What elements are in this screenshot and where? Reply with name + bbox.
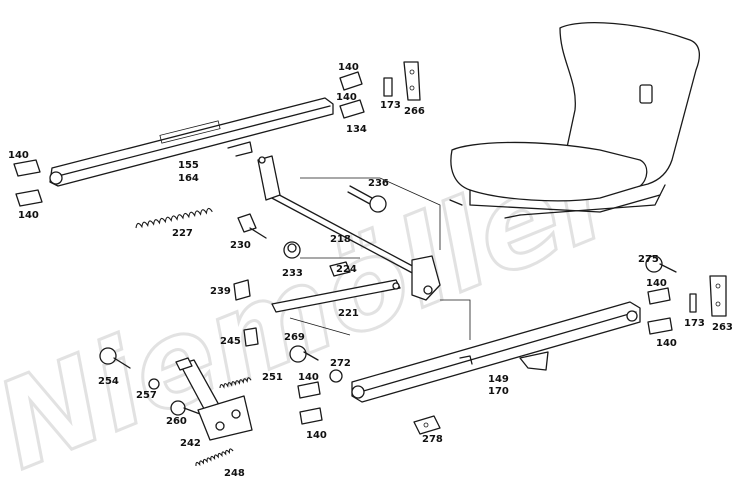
part-label: 227: [172, 228, 193, 239]
springs: [135, 207, 252, 467]
part-label: 248: [224, 468, 245, 479]
part-label: 218: [330, 234, 351, 245]
part-label: 173: [684, 318, 705, 329]
part-label: 275: [638, 254, 659, 265]
fasteners: [99, 185, 677, 416]
part-label: 239: [210, 286, 231, 297]
part-label: 251: [262, 372, 283, 383]
part-label: 173: [380, 100, 401, 111]
part-label: 263: [712, 322, 733, 333]
part-label: 257: [136, 390, 157, 401]
part-label: 266: [404, 106, 425, 117]
sliders-and-small-parts: [13, 61, 727, 435]
part-label: 170: [488, 386, 509, 397]
part-label: 278: [422, 434, 443, 445]
cross-shaft: [257, 155, 441, 301]
part-label: 140: [336, 92, 357, 103]
part-label: 140: [656, 338, 677, 349]
part-label: 230: [230, 240, 251, 251]
part-label: 272: [330, 358, 351, 369]
part-label: 245: [220, 336, 241, 347]
part-label: 254: [98, 376, 119, 387]
part-label: 164: [178, 173, 199, 184]
part-label: 260: [166, 416, 187, 427]
part-label: 155: [178, 160, 199, 171]
upper-seat-rail: [49, 97, 334, 187]
seat-illustration: [449, 22, 701, 219]
part-label: 140: [338, 62, 359, 73]
part-label: 269: [284, 332, 305, 343]
part-label: 140: [18, 210, 39, 221]
part-label: 242: [180, 438, 201, 449]
part-label: 140: [298, 372, 319, 383]
part-label: 140: [306, 430, 327, 441]
link-bar: [271, 279, 401, 313]
part-label: 149: [488, 374, 509, 385]
lower-seat-rail: [351, 301, 641, 403]
part-label: 233: [282, 268, 303, 279]
leader-lines: [289, 177, 471, 340]
part-label: 224: [336, 264, 357, 275]
part-labels: 140 140 173 266 134 140 140 155 164 236 …: [8, 62, 733, 479]
part-label: 134: [346, 124, 367, 135]
part-label: 140: [646, 278, 667, 289]
part-label: 140: [8, 150, 29, 161]
lever-mechanism: [175, 357, 253, 441]
part-label: 236: [368, 178, 389, 189]
part-label: 221: [338, 308, 359, 319]
